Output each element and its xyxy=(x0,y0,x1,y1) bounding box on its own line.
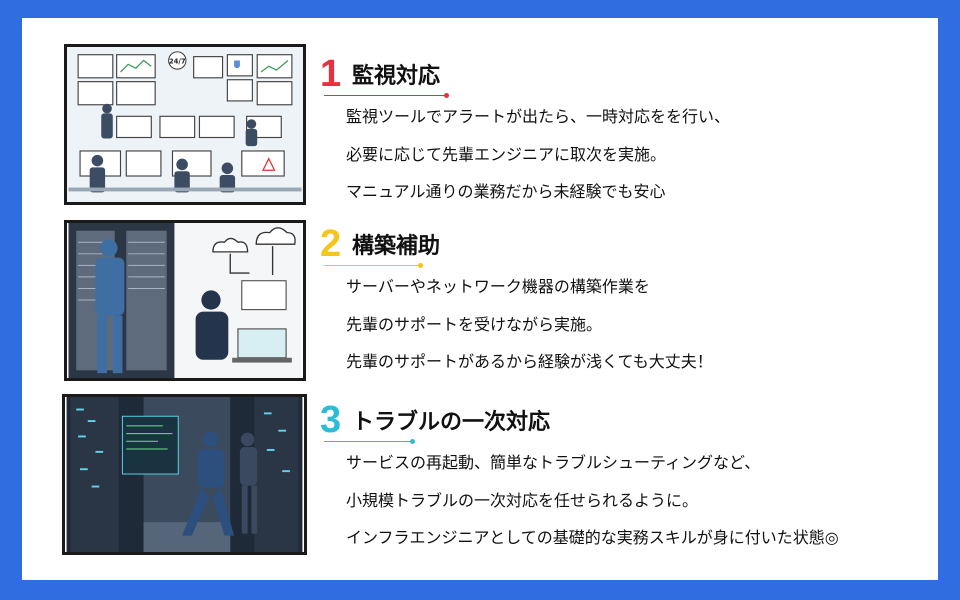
title-underline xyxy=(324,93,449,97)
description-line: 必要に応じて先輩エンジニアに取次を実施。 xyxy=(346,144,667,164)
section-3: 3 トラブルの一次対応 サービスの再起動、簡単なトラブルシューティングなど、 小… xyxy=(320,398,839,557)
description-line: 小規模トラブルの一次対応を任せられるように。 xyxy=(346,490,699,510)
description-line: 監視ツールでアラートが出たら、一時対応をを行い、 xyxy=(346,107,731,126)
title-underline xyxy=(324,263,423,267)
construction-illustration xyxy=(64,220,306,381)
monitoring-illustration: 24/7 xyxy=(64,44,306,205)
section-1: 1 監視対応 監視ツールでアラートが出たら、一時対応をを行い、 必要に応じて先輩… xyxy=(320,52,730,211)
section-2: 2 構築補助 サーバーやネットワーク機器の構築作業を 先輩のサポートを受けながら… xyxy=(320,222,713,381)
section-title: 監視対応 xyxy=(352,64,441,89)
description-line: 先輩のサポートがあるから経験が浅くても大丈夫！ xyxy=(346,352,713,371)
section-title: 構築補助 xyxy=(352,234,441,259)
description-line: サーバーやネットワーク機器の構築作業を xyxy=(346,277,650,296)
step-number: 2 xyxy=(320,223,342,265)
description-line: サービスの再起動、簡単なトラブルシューティングなど、 xyxy=(346,453,761,472)
title-underline xyxy=(324,439,415,443)
step-number: 1 xyxy=(320,53,342,95)
step-number: 3 xyxy=(320,399,342,441)
description-line: インフラエンジニアとしての基礎的な実務スキルが身に付いた状態◎ xyxy=(346,528,839,547)
description-line: 先輩のサポートを受けながら実施。 xyxy=(346,314,603,334)
section-title: トラブルの一次対応 xyxy=(352,410,551,435)
description-line: マニュアル通りの業務だから未経験でも安心 xyxy=(346,182,666,201)
troubleshooting-illustration xyxy=(62,394,307,555)
24-7-label: 24/7 xyxy=(169,57,186,65)
